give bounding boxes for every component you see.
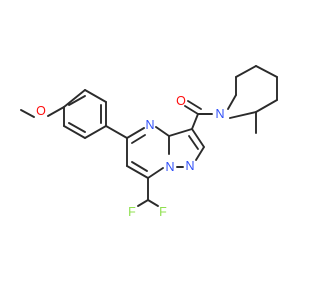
- bond-ph-5: [84, 89, 107, 103]
- bond-pm-n4-c3a: [155, 126, 170, 137]
- bond-c-o-2: [187, 100, 202, 110]
- bond-pip-c7-n: [229, 111, 257, 119]
- bond-pm-c5-n4: [126, 127, 145, 139]
- bond-pm-c7-c6: [126, 165, 149, 179]
- bond-pip-n-c2: [227, 94, 237, 110]
- atom-f-left: F: [128, 205, 136, 219]
- atom-n-bridge: N: [165, 160, 174, 174]
- bond-pz-c3-c2: [191, 128, 205, 148]
- bond-pip-c6-c7: [255, 99, 278, 113]
- bond-ph-2: [63, 125, 86, 139]
- atom-f-right: F: [159, 205, 167, 219]
- bond-c3-carbonyl: [191, 113, 199, 130]
- bond-pz-c3-c2-inner: [188, 135, 199, 150]
- bond-methyl-o: [20, 109, 35, 118]
- bond-ph-3: [84, 125, 107, 139]
- atom-n-pyrimidine: N: [145, 118, 154, 132]
- bond-cf-right: [147, 199, 159, 207]
- bond-pm-c5-n4-inner: [131, 134, 146, 144]
- bond-ph-inner-1: [68, 122, 86, 133]
- atom-o-carbonyl: O: [176, 94, 186, 108]
- bond-pm-c7-c6-inner: [131, 161, 148, 172]
- bond-cf-left: [137, 199, 149, 207]
- bond-pz-c2-n1: [195, 146, 205, 161]
- bond-o-aryl: [47, 106, 65, 117]
- atom-o-methoxy: O: [36, 104, 46, 118]
- bond-ph-inner-3: [68, 95, 86, 106]
- atom-n-piperidine: N: [215, 107, 224, 121]
- bond-pip-c3-c4: [235, 65, 257, 78]
- bond-c-o-1: [184, 105, 199, 115]
- bond-ph-6: [63, 89, 86, 108]
- bond-pip-c4-c5: [255, 65, 278, 78]
- bond-pz-c3a-c3: [168, 128, 193, 137]
- molecule-structure: O N N N O N F F: [20, 65, 278, 219]
- atom-n-pyrazole: N: [185, 159, 194, 173]
- bond-aryl-pyrimidine: [105, 125, 128, 139]
- bonds: [20, 65, 278, 207]
- atom-labels: O N N N O N F F: [36, 94, 224, 219]
- bond-pm-n8-c7: [147, 167, 164, 179]
- molecule-diagram: O N N N O N F F: [20, 65, 278, 219]
